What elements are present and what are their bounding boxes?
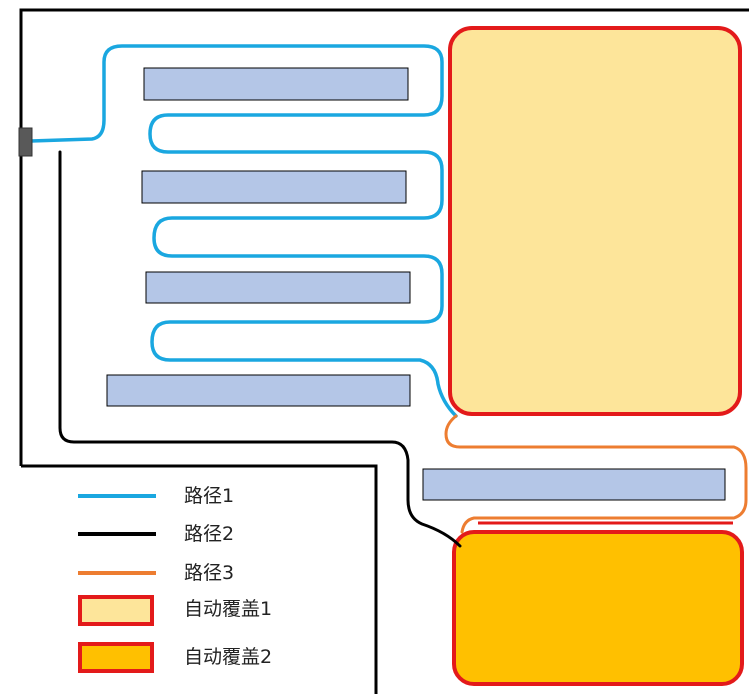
legend-label-path-2: 路径2 [184, 523, 235, 545]
legend-label-path-3: 路径3 [184, 562, 235, 584]
auto-coverage-zone-1 [448, 26, 742, 416]
legend-label-path-1: 路径1 [184, 485, 235, 507]
shelf-2 [141, 170, 407, 204]
charging-dock [18, 127, 33, 157]
boundary-wall [19, 8, 749, 694]
auto-coverage-zone-2 [452, 530, 744, 686]
legend-swatch-auto-2 [78, 642, 154, 673]
legend-swatch-auto-1 [78, 595, 154, 626]
path-1-line [29, 44, 458, 418]
shelf-1 [143, 67, 409, 101]
legend-label-auto-2: 自动覆盖2 [184, 646, 273, 668]
legend-label-auto-1: 自动覆盖1 [184, 598, 273, 620]
path-3-line [444, 414, 748, 534]
path-2-line [58, 150, 462, 548]
shelf-4 [106, 374, 411, 407]
shelf-5 [422, 468, 726, 501]
shelf-3 [145, 271, 411, 304]
